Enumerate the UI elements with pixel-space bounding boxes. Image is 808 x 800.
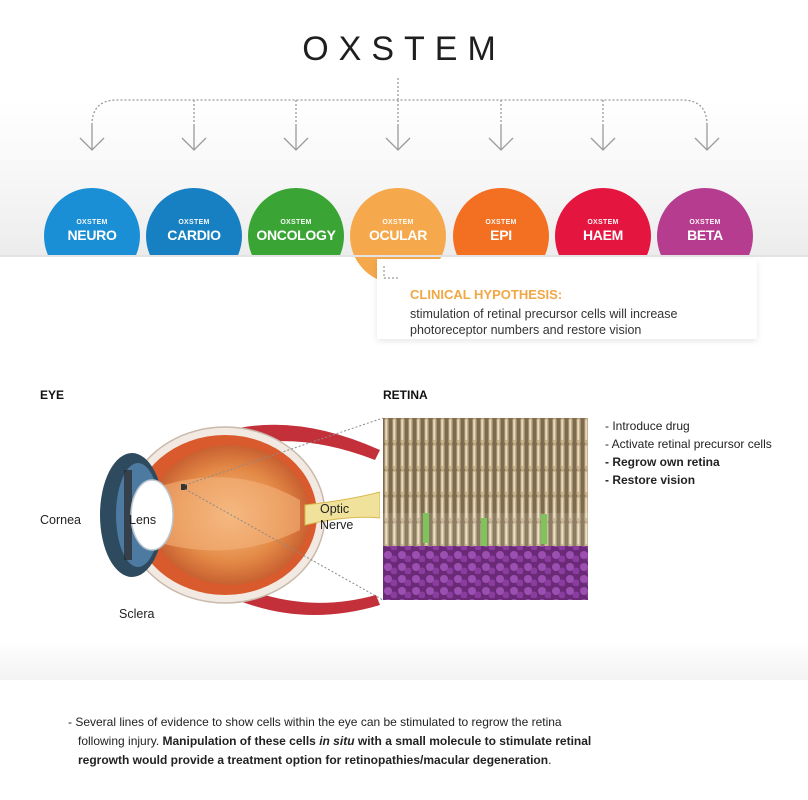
footer-line-2: following injury. Manipulation of these … [68,732,768,751]
hypothesis-line-1: stimulation of retinal precursor cells w… [410,307,678,321]
platform-name: ONCOLOGY [256,227,336,243]
connector-tree [79,78,720,151]
platform-prefix: OXSTEM [76,219,108,226]
arrow-down-icon [79,137,105,151]
hypothesis-line-2: photoreceptor numbers and restore vision [410,323,642,337]
step-item: - Restore vision [605,473,696,487]
step-item: - Activate retinal precursor cells [605,437,772,451]
label-cornea: Cornea [40,513,81,527]
hypothesis-card [377,259,757,339]
corner-connector-icon [383,266,398,279]
footer-plain: following injury. [78,734,163,748]
retina-heading: RETINA [383,388,428,402]
retina-micrograph [383,418,588,600]
eye-illustration [100,424,380,615]
label-lens: Lens [129,513,157,527]
hypothesis-title: CLINICAL HYPOTHESIS: [410,287,563,302]
platform-name: NEURO [67,227,117,243]
step-item: - Introduce drug [605,419,690,433]
footer-end: . [548,753,552,767]
footer-italic: in situ [319,734,355,748]
platform-prefix: OXSTEM [382,219,414,226]
platform-name: EPI [490,227,512,243]
platform-name: CARDIO [167,227,221,243]
platform-prefix: OXSTEM [587,219,619,226]
platform-name: OCULAR [368,227,428,243]
platform-name: BETA [687,227,723,243]
footer-bold: with a small molecule to stimulate retin… [354,734,592,748]
platform-prefix: OXSTEM [280,219,312,226]
platform-prefix: OXSTEM [485,219,517,226]
brand-title: OXSTEM [302,30,506,68]
footer-bold: regrowth would provide a treatment optio… [78,753,549,767]
platform-name: HAEM [582,227,624,243]
eye-heading: EYE [40,388,65,402]
footer-line-1: - Several lines of evidence to show cell… [68,715,562,729]
footer-line-3: regrowth would provide a treatment optio… [68,751,768,770]
label-optic: Optic [320,502,350,516]
shelf-line [0,255,808,257]
platform-prefix: OXSTEM [689,219,721,226]
label-sclera: Sclera [119,607,155,621]
step-item: - Regrow own retina [605,455,720,469]
label-nerve: Nerve [320,518,354,532]
treatment-steps: - Introduce drug - Activate retinal prec… [605,417,772,489]
footer-divider [0,640,808,680]
footer-paragraph: - Several lines of evidence to show cell… [68,713,768,770]
platform-prefix: OXSTEM [178,219,210,226]
footer-bold: Manipulation of these cells [162,734,320,748]
